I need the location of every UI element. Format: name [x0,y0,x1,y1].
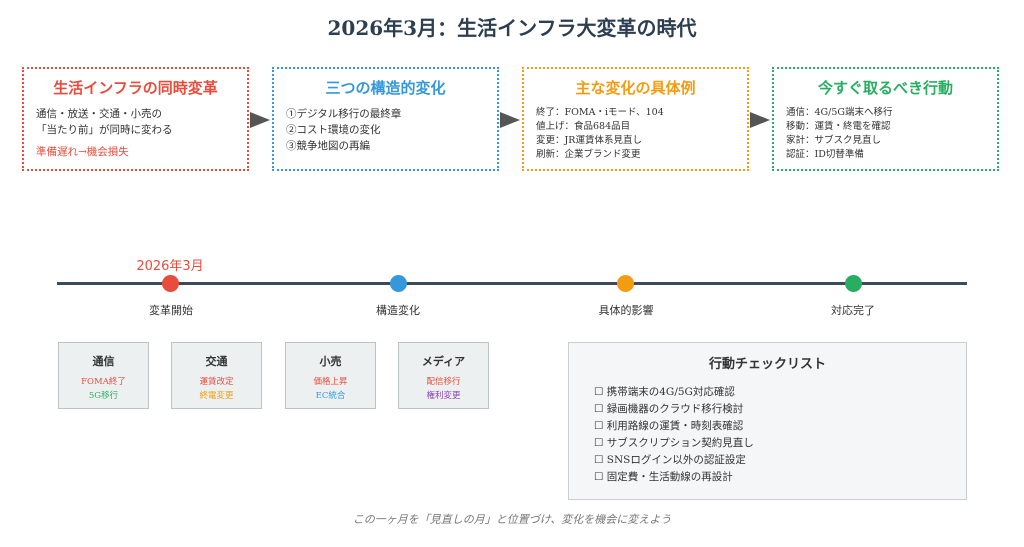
card-line: 認証：ID切替準備 [786,149,864,160]
checklist-item: ☐ 固定費・生活動線の再設計 [594,471,733,483]
sector-title: 小売 [319,355,342,368]
card-line: 変更：JR運賃体系見直し [536,135,642,146]
footer-message: この一ヶ月を「見直しの月」と位置づけ、変化を機会に変えよう [352,513,672,526]
card-line: 終了：FOMA・iモード、104 [536,107,664,118]
card-line: ③競争地図の再編 [286,140,370,152]
card-title: 生活インフラの同時変革 [53,79,218,97]
page-title: 2026年3月：生活インフラ大変革の時代 [327,16,697,40]
card-line: 刷新：企業ブランド変更 [536,149,641,160]
card-structural-change: 三つの構造的変化 ①デジタル移行の最終章 ②コスト環境の変化 ③競争地図の再編 [272,67,499,171]
card-title: 三つの構造的変化 [325,79,446,97]
sector-telecom: 通信 FOMA終了 5G移行 [58,342,149,409]
action-checklist: 行動チェックリスト ☐ 携帯端末の4G/5G対応確認 ☐ 録画機器のクラウド移行… [568,342,967,500]
card-title: 今すぐ取るべき行動 [817,79,953,97]
timeline-label: 対応完了 [831,304,875,317]
checklist-item: ☐ 録画機器のクラウド移行検討 [594,403,744,415]
timeline-dot-complete [845,275,862,292]
checklist-item: ☐ サブスクリプション契約見直し [594,437,754,449]
timeline-line [57,282,967,285]
card-actions: 今すぐ取るべき行動 通信：4G/5G端末へ移行 移動：運賃・終電を確認 家計：サ… [772,67,999,171]
sector-item: FOMA終了 [81,377,126,387]
sector-item: 配信移行 [426,377,461,387]
card-line: 通信：4G/5G端末へ移行 [786,107,893,118]
sector-item: EC統合 [315,391,346,401]
timeline-date-label: 2026年3月 [136,259,204,274]
checklist-item: ☐ 携帯端末の4G/5G対応確認 [594,386,735,398]
sector-transport: 交通 運賃改定 終電変更 [171,342,262,409]
card-line: 通信・放送・交通・小売の [36,108,162,120]
card-line: ①デジタル移行の最終章 [286,108,402,120]
card-line: 移動：運賃・終電を確認 [786,121,891,132]
sector-item: 価格上昇 [313,377,348,387]
sector-title: メディア [421,355,466,368]
sector-item: 5G移行 [88,391,119,401]
sector-item: 終電変更 [199,391,234,401]
sector-title: 通信 [92,355,115,368]
timeline-dot-start [162,275,179,292]
card-infrastructure-change: 生活インフラの同時変革 通信・放送・交通・小売の 「当たり前」が同時に変わる 準… [22,67,249,171]
checklist-item: ☐ SNSログイン以外の認証設定 [594,454,746,466]
card-note: 準備遅れ→機会損失 [36,146,129,158]
sector-item: 運賃改定 [199,377,234,387]
card-examples: 主な変化の具体例 終了：FOMA・iモード、104 値上げ：食品684品目 変更… [522,67,749,171]
timeline-label: 構造変化 [376,304,420,317]
card-line: 家計：サブスク見直し [786,135,882,146]
card-line: 値上げ：食品684品目 [536,121,631,132]
checklist-title: 行動チェックリスト [708,357,826,372]
arrow-icon [500,112,520,128]
card-title: 主な変化の具体例 [575,79,696,97]
checklist-item: ☐ 利用路線の運賃・時刻表確認 [594,420,744,432]
arrow-icon [750,112,770,128]
card-line: 「当たり前」が同時に変わる [36,124,173,136]
sector-title: 交通 [205,355,228,368]
card-line: ②コスト環境の変化 [286,124,381,136]
timeline-label: 変革開始 [149,304,193,317]
sector-media: メディア 配信移行 権利変更 [398,342,489,409]
sector-item: 権利変更 [426,391,461,401]
timeline-dot-structure [390,275,407,292]
arrow-icon [250,112,270,128]
sector-retail: 小売 価格上昇 EC統合 [285,342,376,409]
timeline-label: 具体的影響 [598,304,654,317]
timeline-dot-impact [617,275,634,292]
